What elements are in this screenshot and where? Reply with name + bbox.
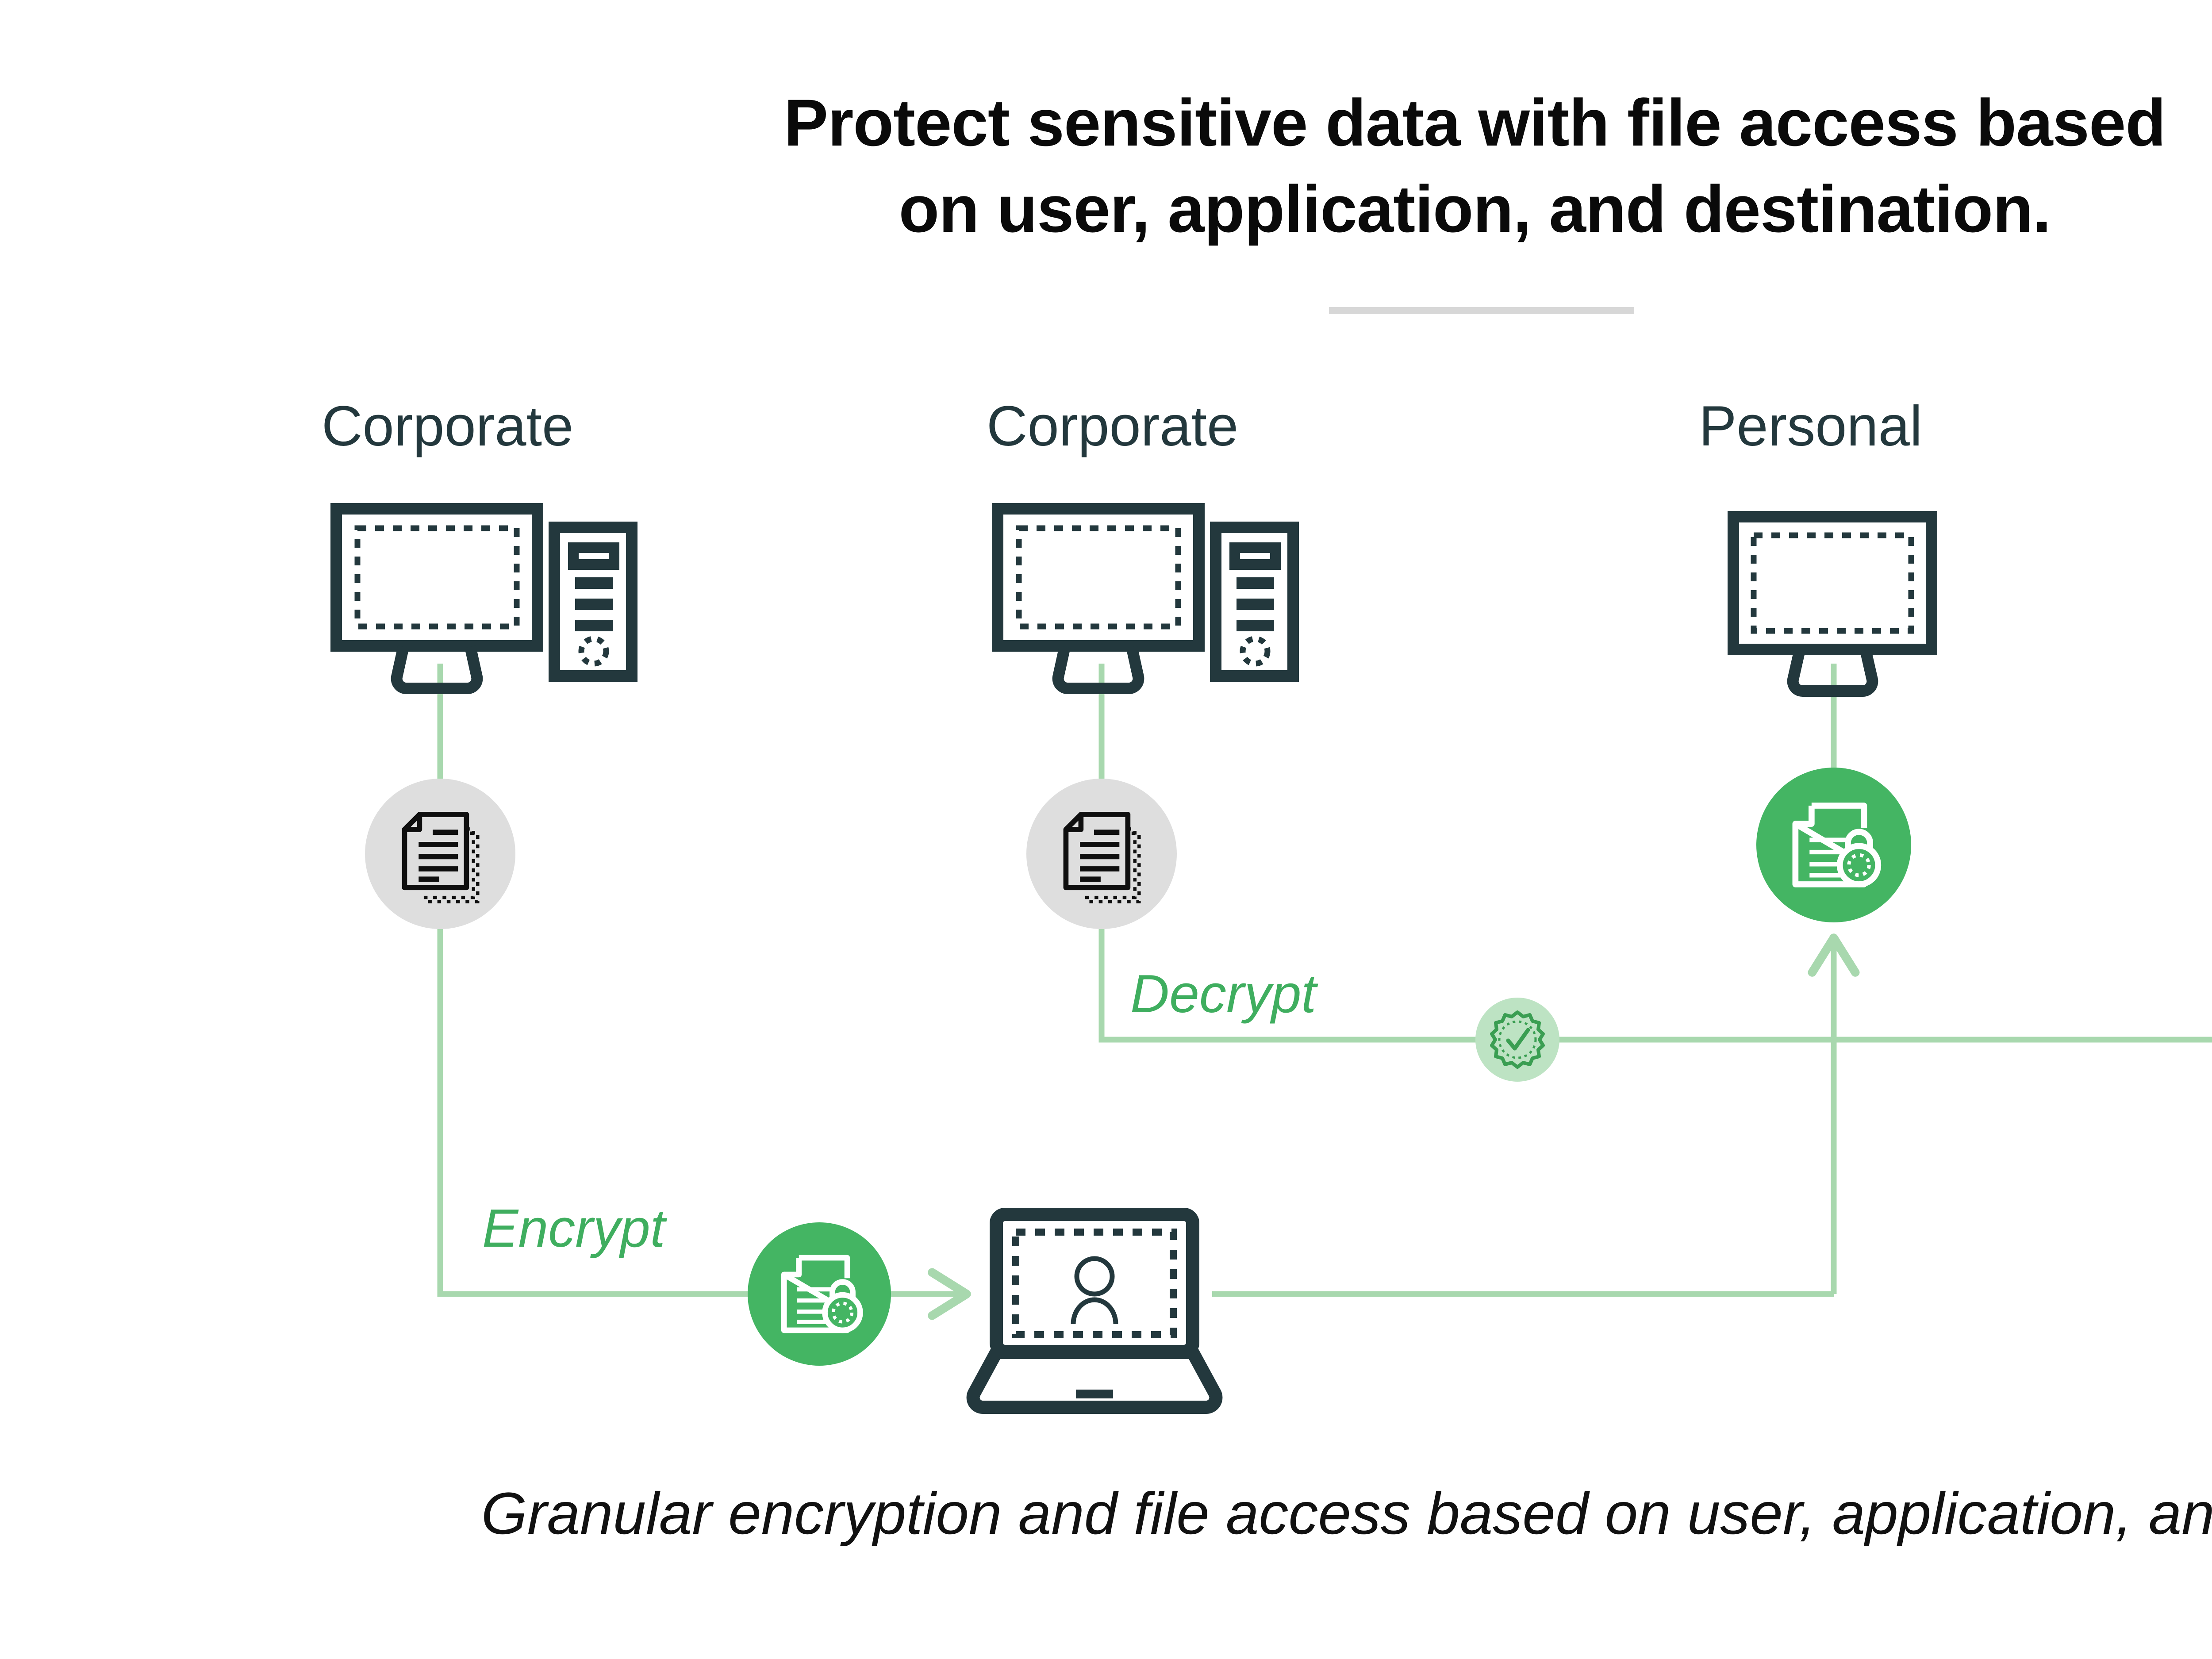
document-fold bbox=[784, 1258, 802, 1278]
monitor-stand bbox=[1052, 645, 1144, 694]
device-desktop-corporate-1 bbox=[330, 503, 637, 694]
laptop-base bbox=[966, 1346, 1223, 1414]
padlock-icon bbox=[1836, 829, 1882, 887]
seal-inner-ring bbox=[1498, 1020, 1537, 1059]
monitor-bezel bbox=[1728, 511, 1937, 655]
encrypted-document-icon bbox=[781, 1255, 863, 1333]
monitor-screen bbox=[1016, 525, 1181, 630]
flow-label-decrypt: Decrypt bbox=[1130, 964, 1317, 1024]
encrypted-document-icon bbox=[1792, 803, 1882, 887]
monitor-stand bbox=[1787, 649, 1878, 697]
user-head bbox=[1074, 1256, 1115, 1297]
caption: Granular encryption and file access base… bbox=[481, 1481, 2212, 1547]
padlock-body bbox=[1836, 843, 1882, 887]
node-doc-locked-encrypt bbox=[748, 1222, 891, 1366]
title-line-2: on user, application, and destination. bbox=[899, 172, 2051, 246]
document-fold bbox=[404, 814, 422, 832]
title-divider bbox=[1329, 307, 1634, 314]
document-text-lines bbox=[1080, 830, 1120, 882]
connector-lines bbox=[437, 664, 2212, 1320]
node-doc-plain-2 bbox=[1026, 779, 1177, 929]
document-shadow-1 bbox=[1080, 827, 1137, 899]
column-label-corporate-2: Corporate bbox=[987, 395, 1239, 458]
monitor-screen bbox=[1751, 532, 1914, 634]
column-label-personal: Personal bbox=[1699, 395, 1923, 458]
monitor-bezel bbox=[992, 503, 1205, 652]
line-corp1-to-encrypt bbox=[437, 929, 752, 1297]
tower-drive-slot bbox=[1229, 542, 1281, 570]
document-text-lines bbox=[419, 830, 458, 882]
device-desktop-corporate-2 bbox=[992, 503, 1299, 694]
padlock-dial bbox=[831, 1302, 854, 1324]
tower-case bbox=[549, 522, 637, 682]
document-icon bbox=[1063, 812, 1141, 903]
laptop-trackpad bbox=[1076, 1390, 1113, 1398]
document-fold bbox=[1066, 814, 1084, 832]
tower-drive-slot bbox=[568, 542, 619, 570]
node-circle-light-green bbox=[1475, 998, 1559, 1082]
tower-case bbox=[1210, 522, 1299, 682]
monitor-stand bbox=[391, 645, 483, 694]
node-doc-locked-personal bbox=[1756, 768, 1911, 922]
column-label-corporate-1: Corporate bbox=[322, 395, 574, 458]
flow-label-encrypt: Encrypt bbox=[482, 1198, 665, 1258]
node-doc-plain-1 bbox=[365, 779, 515, 929]
user-avatar-icon bbox=[1071, 1256, 1118, 1325]
node-verified-badge bbox=[1475, 998, 1559, 1082]
padlock-icon bbox=[822, 1279, 863, 1333]
monitor-bezel bbox=[330, 503, 543, 652]
device-monitor-personal bbox=[1728, 511, 1937, 697]
check-icon bbox=[1506, 1028, 1530, 1051]
laptop-screen-area bbox=[1012, 1229, 1177, 1338]
tower-power-button bbox=[1240, 636, 1271, 667]
node-laptop-user bbox=[966, 1208, 1223, 1414]
seal-scallop-border bbox=[1490, 1010, 1545, 1069]
line-decrypt-horizontal bbox=[1098, 929, 2212, 1043]
monitor-screen bbox=[354, 525, 520, 630]
page-title: Protect sensitive data with file access … bbox=[0, 80, 2212, 252]
user-shoulders bbox=[1071, 1297, 1118, 1325]
title-line-1: Protect sensitive data with file access … bbox=[783, 85, 2166, 160]
document-fold bbox=[1795, 806, 1815, 827]
document-icon bbox=[402, 812, 480, 903]
tower-power-button bbox=[578, 636, 609, 667]
padlock-body bbox=[822, 1292, 863, 1333]
verified-seal-icon bbox=[1490, 1010, 1545, 1069]
